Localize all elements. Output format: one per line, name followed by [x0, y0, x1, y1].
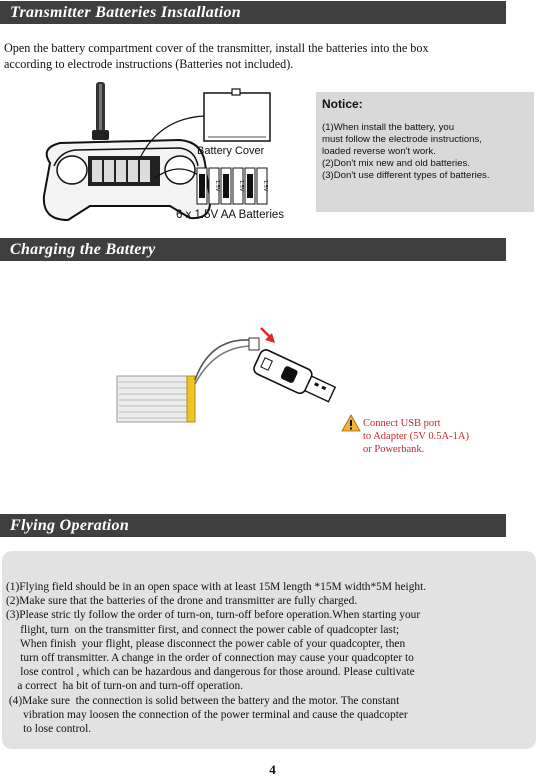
flying-line: a correct ha bit of turn-on and turn-off… [6, 680, 244, 693]
page-number: 4 [269, 762, 276, 777]
warning-icon [341, 414, 361, 432]
flying-line: (2)Make sure that the batteries of the d… [6, 595, 358, 608]
intro-line-2: according to electrode instructions (Bat… [4, 57, 294, 71]
notice-box: Notice: (1)When install the battery, you… [316, 92, 534, 212]
intro-paragraph: Open the battery compartment cover of th… [4, 40, 544, 72]
battery-cover-illustration [203, 88, 271, 142]
usb-note-line: Connect USB port [363, 418, 441, 429]
notice-title: Notice: [322, 97, 363, 111]
flying-line: lose control , which can be hazardous an… [6, 666, 415, 679]
flying-line: turn off transmitter. A change in the or… [6, 652, 414, 665]
charging-illustration [116, 327, 337, 423]
flying-line: (4)Make sure the connection is solid bet… [6, 694, 400, 707]
flying-operation-box [2, 551, 536, 749]
aa-batteries-illustration: 1.5V 1.5V 1.5V [196, 167, 268, 205]
section-title-transmitter: Transmitter Batteries Installation [0, 1, 506, 24]
section-title-charging: Charging the Battery [0, 238, 506, 261]
usb-note-line: or Powerbank. [363, 444, 425, 455]
notice-line: loaded reverse won't work. [322, 146, 436, 157]
flying-line: to lose control. [6, 723, 92, 736]
flying-line: flight, turn on the transmitter first, a… [6, 623, 400, 636]
notice-line: must follow the electrode instructions, [322, 134, 482, 145]
flying-line: When finish your flight, please disconne… [6, 637, 406, 650]
intro-line-1: Open the battery compartment cover of th… [4, 41, 429, 55]
aa-batteries-label: 6 x 1.5V AA Batteries [176, 209, 285, 221]
notice-line: (1)When install the battery, you [322, 122, 455, 133]
notice-line: (3)Don't use different types of batterie… [322, 170, 490, 181]
transmitter-illustration [42, 82, 212, 222]
usb-note-line: to Adapter (5V 0.5A-1A) [363, 431, 469, 442]
svg-text:1.5V: 1.5V [214, 180, 220, 192]
svg-text:1.5V: 1.5V [238, 180, 244, 192]
usb-note: Connect USB port to Adapter (5V 0.5A-1A)… [363, 417, 469, 456]
flying-line: (3)Please stric tly follow the order of … [6, 609, 421, 622]
flying-line: vibration may loosen the connection of t… [6, 708, 408, 721]
battery-cover-label: Battery Cover [197, 145, 265, 157]
notice-line: (2)Don't mix new and old batteries. [322, 158, 470, 169]
flying-operation-text: (1)Flying field should be in an open spa… [6, 580, 542, 736]
flying-line: (1)Flying field should be in an open spa… [6, 581, 427, 593]
section-title-flying: Flying Operation [0, 514, 506, 537]
svg-text:1.5V: 1.5V [262, 180, 268, 192]
